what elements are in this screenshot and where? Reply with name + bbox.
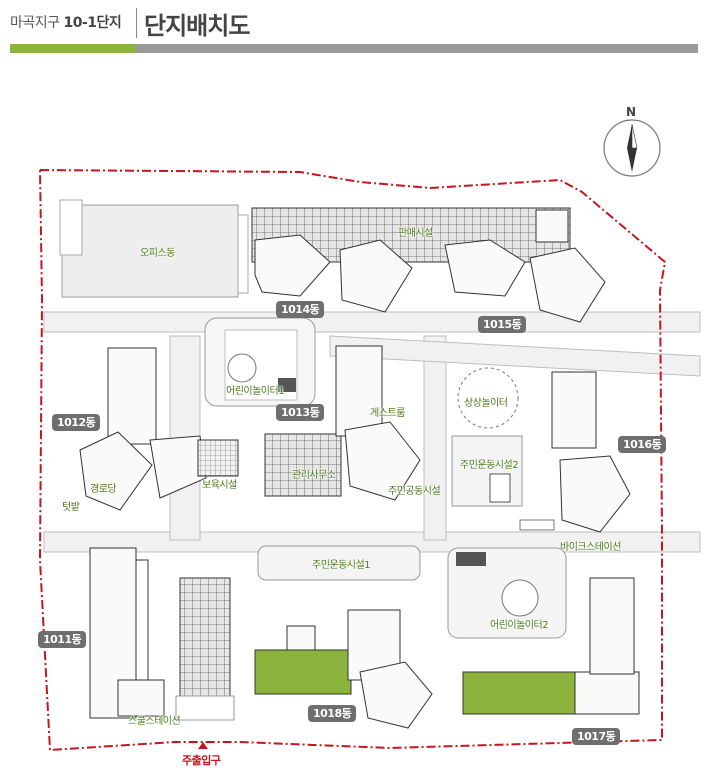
block-1018: [254, 609, 433, 729]
building-tag-1014[interactable]: 1014동: [276, 301, 325, 318]
facility-playground-1: 어린이놀이터1: [226, 386, 285, 397]
header-bar-gray: [136, 44, 698, 53]
building-tag-1018[interactable]: 1018동: [308, 705, 357, 722]
facility-sports-2: 주민운동시설2: [460, 460, 519, 471]
compass-icon: [603, 119, 661, 177]
retail-strip: [251, 207, 606, 323]
school-station: [175, 577, 235, 721]
entrance-arrow-icon: [198, 742, 208, 749]
facility-senior-center: 경로당: [90, 484, 117, 495]
facility-retail: 판매시설: [398, 228, 433, 239]
block-1012: [79, 347, 239, 511]
building-tag-1012[interactable]: 1012동: [52, 414, 101, 431]
facility-bike-station: 바이크스테이션: [560, 542, 621, 553]
facility-playground-2: 어린이놀이터2: [490, 620, 549, 631]
block-east-mid: [451, 367, 631, 533]
facility-office: 오피스동: [140, 248, 175, 259]
facility-community: 주민공동시설: [388, 486, 441, 497]
block-management: [264, 345, 421, 501]
facility-management-office: 관리사무소: [292, 470, 336, 481]
playground-1-area: [204, 317, 316, 407]
sports-1: [257, 545, 421, 581]
facility-garden: 텃밭: [62, 502, 80, 513]
building-tag-1017[interactable]: 1017동: [572, 728, 621, 745]
playground-2: [447, 547, 567, 639]
header-divider: [136, 8, 137, 38]
page-title: 단지배치도: [144, 12, 250, 40]
block-1017: [462, 577, 640, 715]
facility-guestroom: 게스트룸: [370, 408, 405, 419]
header: 마곡지구 10-1단지 단지배치도: [0, 0, 710, 56]
office-block: [59, 199, 249, 298]
main-entrance-label: 주출입구: [182, 754, 221, 767]
building-tag-1011[interactable]: 1011동: [38, 631, 87, 648]
building-tag-1015[interactable]: 1015동: [478, 316, 527, 333]
facility-childcare: 보육시설: [202, 480, 237, 491]
complex-label: 10-1단지: [63, 15, 122, 31]
compass-label: N: [626, 105, 636, 119]
site-boundary: [38, 168, 667, 752]
facility-school-station: 스쿨스테이션: [128, 716, 181, 727]
header-bar-green: [10, 44, 136, 53]
facility-sports-1: 주민운동시설1: [312, 560, 371, 571]
building-tag-1016[interactable]: 1016동: [618, 436, 667, 453]
building-tag-1013[interactable]: 1013동: [276, 404, 325, 421]
facility-imagination-playground: 상상놀이터: [464, 398, 508, 409]
block-1011: [89, 547, 165, 719]
complex-subtitle: 마곡지구 10-1단지: [10, 12, 122, 32]
district-label: 마곡지구: [10, 15, 60, 31]
